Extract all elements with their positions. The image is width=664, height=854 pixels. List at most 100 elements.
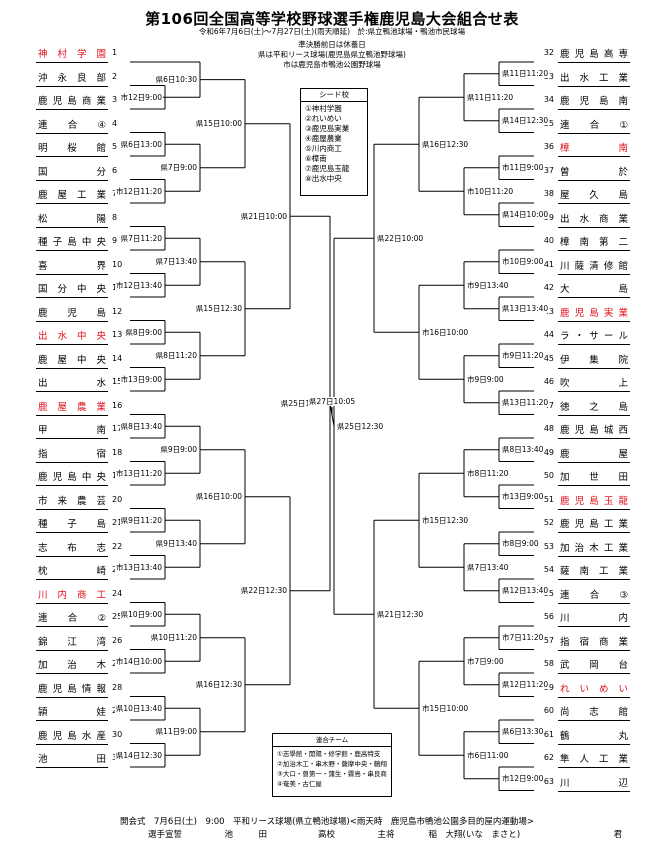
- team-name-char: 児: [52, 683, 63, 695]
- team-name-char: 業: [96, 96, 106, 107]
- draw-number: 57: [543, 635, 554, 645]
- team-name-char: 島: [67, 237, 77, 248]
- team-name-char: 合: [589, 589, 600, 601]
- team-name-char: 分: [57, 284, 67, 295]
- team-name-char: 情: [81, 683, 92, 695]
- draw-number: 20: [112, 494, 123, 504]
- match-time: 県11日11:20: [501, 69, 550, 79]
- team-name-char: 商: [598, 213, 609, 225]
- team-slot: 喜界: [36, 259, 108, 275]
- team-name-char: 農: [76, 495, 87, 507]
- team-name-char: 央: [96, 354, 106, 366]
- team-slot: 種子島中央: [36, 235, 108, 251]
- team-name-char: 隼: [560, 754, 570, 765]
- team-name-char: 鹿: [38, 730, 48, 742]
- team-name-char: 屋: [560, 190, 570, 201]
- team-name-char: 鹿: [38, 190, 48, 201]
- team-slot: 国分中央: [36, 282, 108, 298]
- match-time: 県9日11:20: [119, 515, 163, 525]
- match-time: 県10日9:00: [119, 609, 163, 619]
- team-name-char: 樟: [560, 237, 570, 248]
- team-name-char: 鹿: [560, 96, 570, 107]
- draw-number: 53: [543, 541, 554, 551]
- team-name-char: 龍: [618, 495, 628, 507]
- team-name-char: 鹿: [38, 683, 48, 695]
- draw-number: 32: [543, 48, 554, 57]
- team-slot: 鹿屋工業: [36, 188, 108, 204]
- joint-item: ①志學館・開陽・修学館・鹿高特支: [277, 750, 381, 758]
- team-name-char: 園: [96, 49, 106, 60]
- team-name-char: 中: [76, 284, 87, 295]
- team-name-char: 田: [618, 472, 628, 483]
- team-name-char: 江: [67, 636, 77, 648]
- match-time: 市9日11:20: [501, 351, 545, 361]
- team-slot: 出水: [36, 376, 108, 392]
- team-name-char: 宿: [96, 448, 106, 460]
- team-name-char: 加: [560, 542, 570, 554]
- team-name-char: 中: [81, 237, 92, 248]
- team-name-char: 種: [38, 519, 48, 530]
- match-time: 県15日10:00: [194, 119, 243, 129]
- match-time: 県9日13:40: [154, 539, 198, 549]
- draw-number: 44: [543, 330, 554, 339]
- match-time: 県15日12:30: [194, 304, 243, 314]
- draw-number: 7: [112, 189, 132, 199]
- team-slot: 伊集院: [558, 353, 630, 369]
- team-name-char: 人: [579, 754, 589, 765]
- match-time: 県21日10:00: [239, 211, 288, 221]
- team-name-char: い: [579, 683, 589, 695]
- team-name-char: 水: [579, 72, 589, 84]
- draw-number: 61: [543, 729, 554, 739]
- team-name-char: 屋: [618, 448, 628, 460]
- draw-number: 28: [112, 682, 123, 692]
- team-slot: 鹿児島: [36, 306, 108, 322]
- team-name-char: 院: [618, 354, 628, 366]
- team-name-char: 産: [96, 730, 106, 742]
- team-name-char: 鶴: [560, 730, 570, 742]
- joint-item: ③大口・曽第一・蒲生・霧島・串良商: [277, 770, 387, 778]
- team-slot: 神村学園: [36, 47, 108, 63]
- team-slot: 沖永良部: [36, 71, 108, 87]
- match-time: 市13日13:40: [114, 562, 163, 572]
- match-time: 市9日13:40: [466, 280, 510, 290]
- team-name-char: 上: [618, 378, 628, 389]
- joint-item: ④奄美・古仁屋: [277, 780, 322, 788]
- team-name-char: 合: [67, 119, 78, 131]
- draw-number: 17: [112, 424, 123, 433]
- team-name-char: 央: [96, 331, 106, 342]
- team-name-char: 子: [52, 237, 63, 248]
- team-name-char: 児: [579, 96, 589, 107]
- team-name-char: 鹿: [38, 307, 48, 319]
- team-name-char: 桜: [67, 143, 77, 154]
- team-slot: 錦江湾: [36, 635, 108, 651]
- team-slot: 鶴丸: [558, 729, 630, 745]
- team-name-char: 南: [579, 566, 589, 577]
- seed-item: ⑦鹿児島玉龍: [305, 164, 350, 173]
- team-name-char: 水: [57, 331, 67, 342]
- draw-number: 24: [112, 588, 123, 598]
- team-name-char: 部: [96, 72, 106, 84]
- match-time: 市8日11:20: [466, 468, 510, 478]
- team-name-char: 業: [618, 566, 628, 577]
- team-name-char: 種: [38, 237, 48, 248]
- team-name-char: 業: [96, 401, 106, 413]
- stadium-note-shi: 市は鹿児島市鴨池公園野球場: [283, 60, 381, 69]
- draw-number: 30: [112, 729, 123, 739]
- team-name-char: 出: [560, 72, 570, 84]
- team-name-char: 屋: [57, 401, 67, 413]
- team-name-char: 吹: [560, 378, 570, 389]
- team-name-char: 水: [96, 378, 106, 389]
- team-name-char: 西: [618, 425, 628, 436]
- team-slot: 鹿児島商業: [36, 94, 108, 110]
- team-name-char: 報: [96, 683, 106, 695]
- draw-number: 10: [112, 259, 123, 269]
- draw-number: 13: [112, 330, 123, 339]
- seed-item: ⑤川内商工: [305, 144, 342, 153]
- team-name-char: 薩: [574, 260, 585, 272]
- match-time: 市12日9:00: [119, 92, 163, 102]
- team-name-char: 池: [38, 754, 48, 765]
- team-name-char: 指: [38, 448, 48, 460]
- team-name-char: 神: [38, 49, 48, 60]
- draw-number: 40: [543, 236, 554, 245]
- draw-number: 21: [112, 518, 123, 527]
